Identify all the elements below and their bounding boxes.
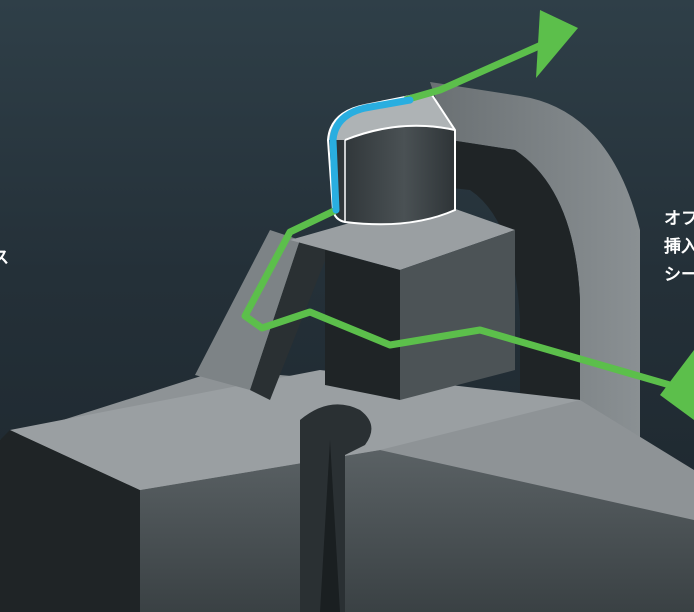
middle-cube: [290, 200, 515, 400]
left-callout-label: ス: [0, 244, 9, 272]
right-callout-label: オフ 挿入 シー: [664, 205, 694, 289]
arrow-head-top: [536, 10, 578, 78]
